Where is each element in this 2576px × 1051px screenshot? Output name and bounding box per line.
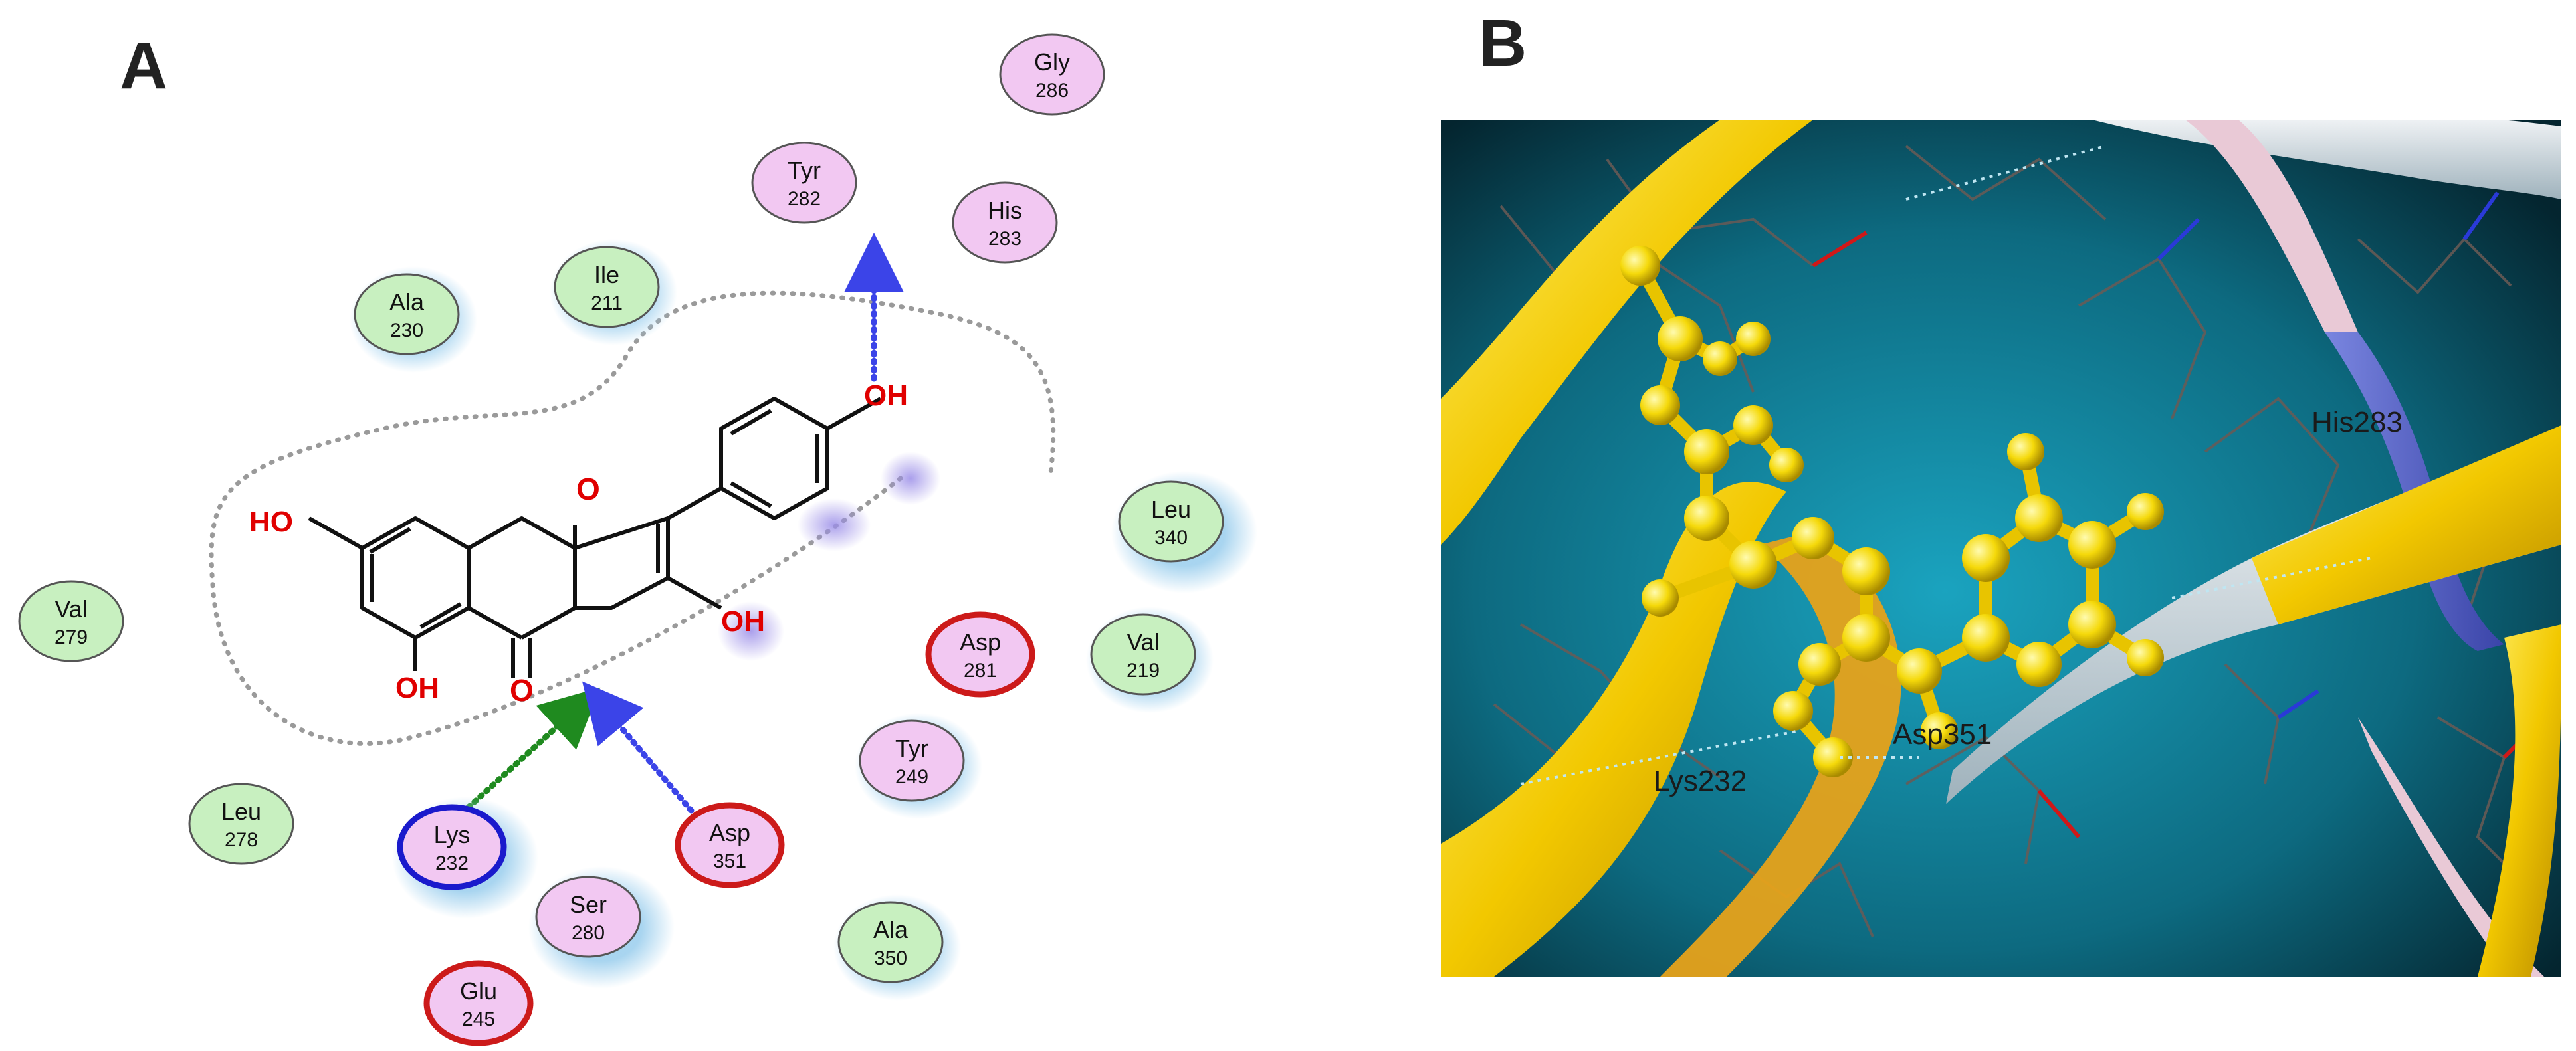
residue-disc [859,719,965,802]
residue-ser280: Ser 280 [528,866,675,989]
residue-disc [188,783,294,865]
residue-number: 279 [54,626,88,648]
residue-number: 230 [390,320,423,341]
residue-name: Tyr [788,157,821,184]
residue-number: 211 [591,292,623,314]
residue-disc [999,33,1105,116]
residue-number: 283 [988,228,1021,250]
pocket-outline [209,290,1056,746]
render-label-lys232: Lys232 [1654,765,1747,797]
residue-number: 278 [225,829,258,851]
residue-leu278: Leu 278 [188,783,294,865]
residue-disc [675,802,785,888]
atom-label-7-oh: HO [249,506,293,538]
residue-asp281: Asp 281 [925,611,1035,698]
residue-number: 249 [895,766,928,788]
residue-name: Gly [1034,48,1070,76]
ligand-exposure-glow [798,498,871,551]
residue-leu340: Leu 340 [1111,471,1257,593]
residue-disc [397,804,507,890]
residue-number: 282 [788,188,821,210]
residue-name: Leu [1151,496,1191,523]
residue-name: Tyr [895,735,928,762]
residue-glu245: Glu 245 [423,960,534,1046]
residue-name: Asp [709,819,750,846]
ribbon-yellow-right [2478,624,2561,977]
render-label-his283: His283 [2311,406,2403,438]
residue-number: 245 [462,1008,495,1030]
ligand-exposure-glow [718,601,784,661]
residue-val279: Val 279 [18,580,124,662]
ribbon-yellow-arrow-tip [2252,425,2561,624]
residue-gly286: Gly 286 [999,33,1105,116]
hbond-lys232 [465,687,601,811]
render-label-asp351: Asp351 [1893,718,1992,751]
residue-name: Ala [873,916,909,943]
atom-label-carbonyl-o: O [510,673,534,708]
residue-disc [1118,480,1224,563]
residue-disc [554,246,660,328]
panel-label-a: A [120,29,168,103]
residue-ala230: Ala 230 [350,266,477,373]
residue-name: Val [54,595,87,622]
residue-his283: His 283 [952,181,1058,264]
ligand-structure [308,397,882,678]
residue-disc [18,580,124,662]
panel-label-b: B [1479,6,1527,80]
ligand-ball-stick [1620,246,2164,777]
ribbon-yellow-left [1441,120,1813,545]
residue-disc [925,611,1035,698]
residue-disc [354,273,460,355]
residue-number: 340 [1154,527,1188,549]
residue-disc [423,960,534,1046]
residue-number: 281 [964,660,997,682]
ribbon-yellow-lower [1441,482,1786,977]
residue-ala350: Ala 350 [833,894,961,1001]
atom-label-4p-oh: OH [864,379,908,412]
residue-name: Lys [434,821,471,848]
residue-name: Asp [960,628,1001,656]
residue-name: Glu [460,977,497,1004]
residue-tyr249: Tyr 249 [855,713,982,819]
residue-disc [837,901,944,983]
residue-disc [952,181,1058,264]
hbond-asp351 [582,681,695,814]
residue-number: 286 [1035,80,1069,102]
residue-name: Val [1127,628,1159,656]
atom-label-5-oh: OH [395,672,439,704]
residue-number: 351 [713,850,746,872]
ligand-exposure-glow [881,452,940,505]
residue-number: 219 [1127,660,1160,682]
ribbon-pink-strand [2185,120,2358,332]
residue-disc [751,142,857,224]
residue-number: 232 [435,852,469,874]
residue-name: Leu [221,798,261,825]
atom-label-3-oh: OH [721,605,765,638]
residue-val219: Val 219 [1086,607,1214,713]
residue-name: Ile [594,261,619,288]
residue-number: 280 [572,922,605,944]
residue-name: Ser [570,891,607,918]
residue-ile211: Ile 211 [550,239,677,345]
ribbon-orange-strand [1660,531,1901,977]
residue-lys232: Lys 232 [392,797,538,919]
residue-disc [1090,613,1196,696]
atom-label-ring-o: O [576,472,600,506]
residue-tyr282: Tyr 282 [751,142,857,224]
residue-asp351: Asp 351 [675,802,785,888]
residue-name: His [988,197,1022,224]
residue-number: 350 [874,947,907,969]
residue-disc [535,876,641,958]
residue-name: Ala [389,288,425,316]
docking-3d-render: His283 Lys232 Asp351 [1441,120,2561,977]
